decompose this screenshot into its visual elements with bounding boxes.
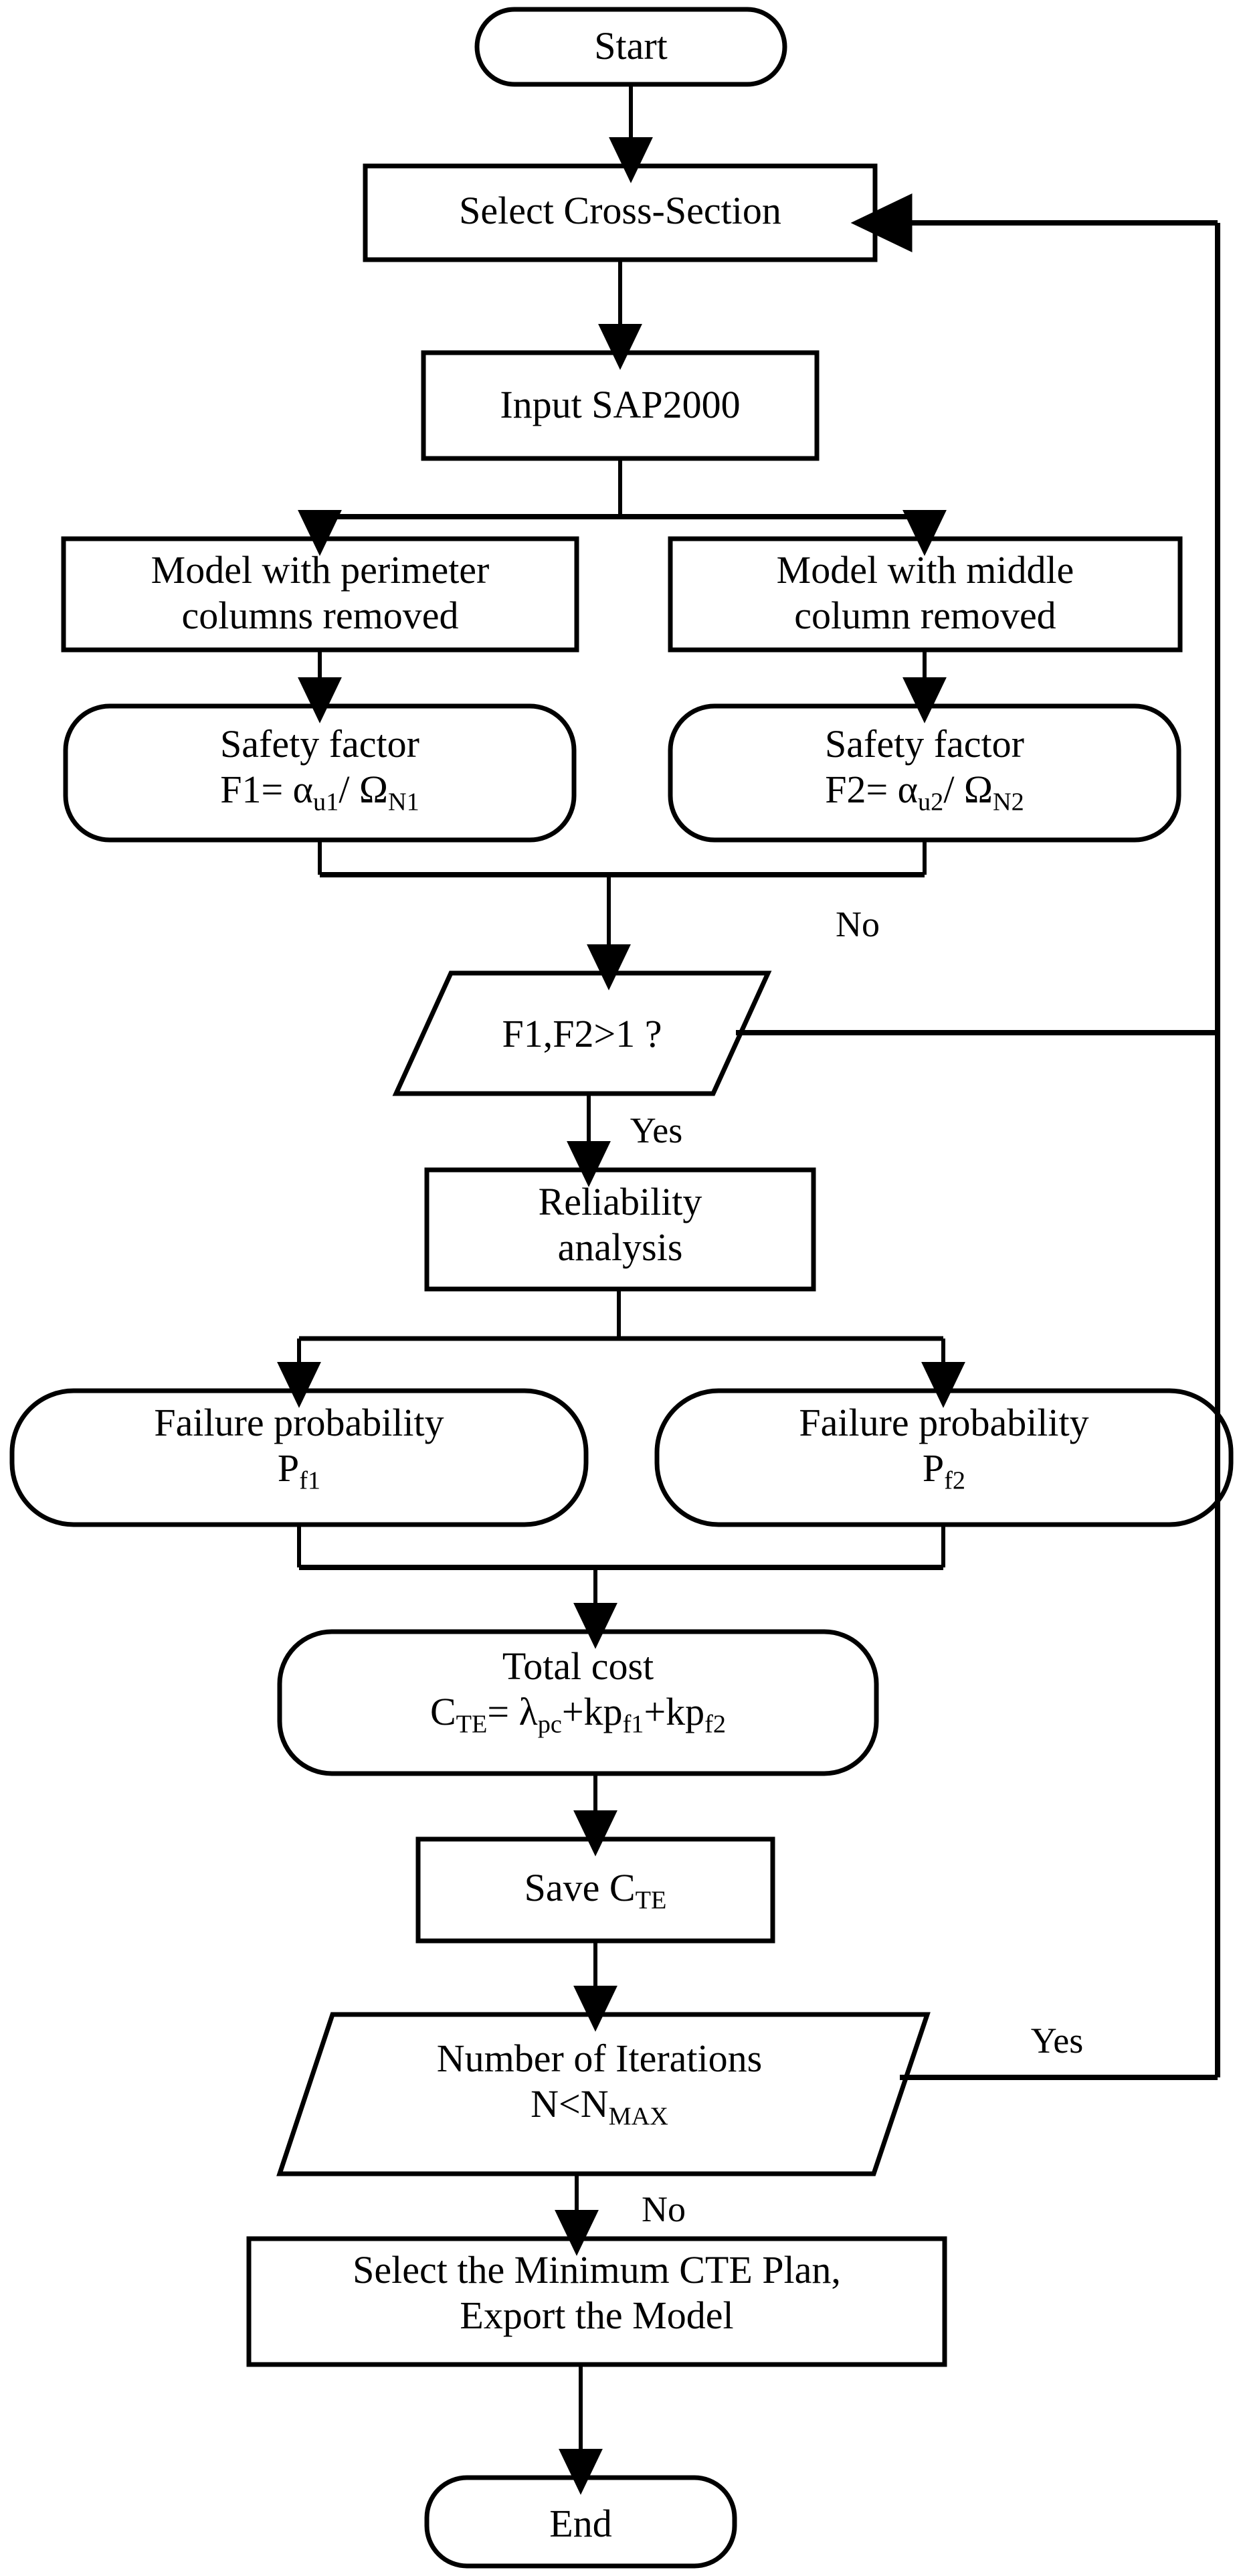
- node-total-cost-lead: C: [429, 1690, 456, 1734]
- node-decision1-shape: [392, 970, 772, 1096]
- node-sf1-label: Safety factor F1= αu1/ ΩN1: [66, 721, 574, 818]
- node-model-perim-line1: Model with perimeter: [151, 548, 490, 592]
- node-select-label: Select Cross-Section: [459, 189, 781, 232]
- node-sf2-line1: Safety factor: [825, 722, 1024, 766]
- node-sf2-label: Safety factor F2= αu2/ ΩN2: [670, 721, 1179, 818]
- node-total-cost-sub3: f1: [622, 1710, 644, 1739]
- node-sf2-formula: F2= αu2/ ΩN2: [670, 767, 1179, 818]
- node-start-label: Start: [594, 24, 668, 68]
- node-final-line2: Export the Model: [460, 2294, 734, 2338]
- node-total-cost-sub2: pc: [537, 1710, 562, 1739]
- node-total-cost-formula: CTE= λpc+kpf1+kpf2: [280, 1689, 876, 1740]
- node-reliability-line2: analysis: [557, 1225, 683, 1270]
- node-save-sub1: TE: [635, 1886, 667, 1915]
- node-sf2-lead: F2= α: [825, 768, 919, 812]
- node-pf1-sub1: f1: [299, 1466, 321, 1495]
- edge-label-decision2-no: No: [642, 2189, 686, 2229]
- node-sf1-sub1: u1: [313, 788, 339, 817]
- node-pf2-sub1: f2: [944, 1466, 966, 1495]
- edge-label-decision2-yes: Yes: [1030, 2021, 1084, 2061]
- node-sf1-lead: F1= α: [220, 768, 314, 812]
- node-pf1-formula: Pf1: [12, 1446, 586, 1496]
- node-decision1-label: F1,F2>1 ?: [502, 1012, 662, 1055]
- node-sf1-formula: F1= αu1/ ΩN1: [66, 767, 574, 818]
- node-sf1-mid: / Ω: [339, 768, 389, 812]
- node-model-perim-line2: columns removed: [181, 594, 459, 638]
- node-model-mid-line1: Model with middle: [776, 548, 1074, 592]
- node-pf2-label: Failure probability Pf2: [657, 1400, 1231, 1496]
- node-reliability-line1: Reliability: [538, 1180, 702, 1223]
- node-sf1-sub2: N1: [388, 788, 419, 817]
- node-sf2-sub1: u2: [918, 788, 944, 817]
- node-model-mid-line2: column removed: [794, 594, 1056, 638]
- node-reliability-label: Reliability analysis: [427, 1179, 814, 1271]
- node-input-label: Input SAP2000: [500, 383, 741, 426]
- node-total-cost-mid: = λ: [487, 1690, 538, 1734]
- node-sf2-sub2: N2: [993, 788, 1024, 817]
- node-total-cost-tail: +kp: [561, 1690, 623, 1734]
- node-save-label: Save CTE: [418, 1866, 773, 1915]
- node-model-mid-label: Model with middle column removed: [670, 547, 1180, 639]
- node-pf2-formula: Pf2: [657, 1446, 1231, 1496]
- node-sf1-line1: Safety factor: [220, 722, 419, 766]
- node-pf1-line1: Failure probability: [154, 1401, 444, 1444]
- edge-label-decision1-no: No: [836, 904, 880, 944]
- node-decision2-sub1: MAX: [608, 2102, 668, 2131]
- node-final-label: Select the Minimum CTE Plan, Export the …: [249, 2247, 945, 2339]
- node-save-lead: Save C: [524, 1866, 636, 1909]
- node-pf1-label: Failure probability Pf1: [12, 1400, 586, 1496]
- node-total-cost-line1: Total cost: [502, 1644, 654, 1688]
- edge-label-decision1-yes: Yes: [630, 1110, 683, 1150]
- node-decision2-lead: N<N: [531, 2082, 609, 2126]
- node-total-cost-label: Total cost CTE= λpc+kpf1+kpf2: [280, 1644, 876, 1740]
- node-total-cost-sub1: TE: [456, 1710, 488, 1739]
- node-decision2-label: Number of Iterations N<NMAX: [302, 2036, 896, 2132]
- node-final-line1: Select the Minimum CTE Plan,: [353, 2248, 841, 2292]
- node-model-perim-label: Model with perimeter columns removed: [64, 547, 577, 639]
- node-decision2-shape: [276, 2012, 931, 2176]
- node-sf2-mid: / Ω: [943, 768, 993, 812]
- node-pf2-line1: Failure probability: [799, 1401, 1089, 1444]
- node-total-cost-sub4: f2: [704, 1710, 727, 1739]
- node-decision2-line1: Number of Iterations: [436, 2037, 763, 2080]
- node-decision2-formula: N<NMAX: [302, 2081, 896, 2132]
- node-total-cost-tail2: +kp: [644, 1690, 705, 1734]
- node-end-label: End: [549, 2502, 612, 2545]
- node-pf1-lead: P: [277, 1446, 300, 1490]
- node-pf2-lead: P: [922, 1446, 945, 1490]
